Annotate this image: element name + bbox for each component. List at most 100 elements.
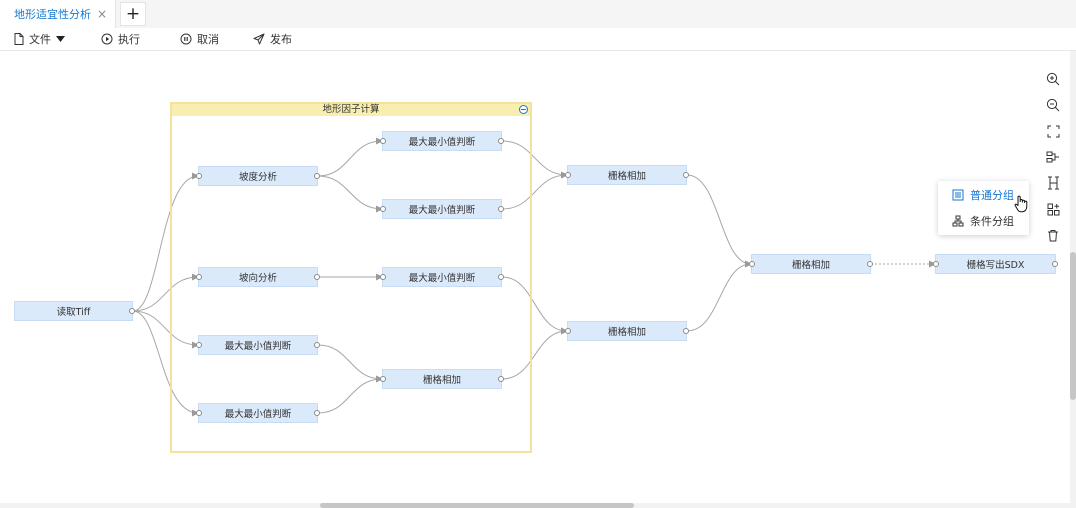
menu-item-conditional-group[interactable]: 条件分组	[938, 208, 1029, 234]
input-port[interactable]	[380, 138, 386, 144]
input-port[interactable]	[380, 274, 386, 280]
output-port[interactable]	[867, 261, 873, 267]
output-port[interactable]	[129, 308, 135, 314]
canvas-tools	[1039, 66, 1067, 248]
output-port[interactable]	[314, 274, 320, 280]
edge	[317, 344, 383, 383]
file-menu-button[interactable]: 文件	[14, 28, 65, 50]
node-read-tiff[interactable]: 读取Tiff	[14, 301, 135, 321]
group-type-menu: 普通分组 条件分组	[938, 181, 1029, 235]
edge	[132, 310, 199, 417]
input-port[interactable]	[196, 342, 202, 348]
vertical-layout-button[interactable]	[1039, 170, 1067, 196]
run-label: 执行	[118, 33, 140, 46]
input-port[interactable]	[380, 376, 386, 382]
edge	[132, 310, 199, 349]
output-port[interactable]	[314, 173, 320, 179]
edge	[501, 276, 568, 335]
edge	[317, 137, 383, 177]
input-port[interactable]	[749, 261, 755, 267]
input-port[interactable]	[565, 328, 571, 334]
cancel-label: 取消	[197, 33, 219, 46]
node-minmax-a[interactable]: 最大最小值判断	[196, 335, 320, 355]
hand-cursor-icon	[1014, 195, 1028, 213]
node-minmax-1[interactable]: 最大最小值判断	[380, 131, 504, 151]
edge	[317, 375, 383, 414]
zoom-out-button[interactable]	[1039, 92, 1067, 118]
node-label: 栅格相加	[791, 260, 830, 271]
output-port[interactable]	[314, 410, 320, 416]
output-port[interactable]	[498, 376, 504, 382]
output-port[interactable]	[314, 342, 320, 348]
node-minmax-b[interactable]: 最大最小值判断	[196, 403, 320, 423]
tab-bar: 地形适宜性分析 × +	[0, 0, 1076, 29]
output-port[interactable]	[498, 138, 504, 144]
group-button[interactable]	[1039, 196, 1067, 222]
node-raster-overlay-3[interactable]: 栅格相加	[749, 254, 873, 274]
node-minmax-3[interactable]: 最大最小值判断	[380, 267, 504, 287]
input-port[interactable]	[380, 206, 386, 212]
node-raster-overlay-2[interactable]: 栅格相加	[565, 321, 689, 341]
workflow-canvas[interactable]: 地形因子计算 读取Tiff 坡度分析 坡向分析 最大最小值判断 最大最小值判断 …	[0, 51, 1070, 503]
output-port[interactable]	[683, 328, 689, 334]
input-port[interactable]	[196, 410, 202, 416]
run-button[interactable]: 执行	[101, 28, 140, 50]
node-label: 坡向分析	[238, 273, 277, 284]
edge	[501, 327, 568, 380]
fit-view-button[interactable]	[1039, 118, 1067, 144]
publish-button[interactable]: 发布	[253, 28, 292, 50]
node-slope-analysis[interactable]: 坡度分析	[196, 166, 320, 186]
menu-item-label: 条件分组	[970, 215, 1014, 228]
edge	[317, 175, 383, 213]
vertical-layout-icon	[1047, 176, 1059, 190]
input-port[interactable]	[196, 274, 202, 280]
conditional-group-icon	[952, 215, 964, 227]
node-label: 栅格相加	[422, 375, 461, 386]
delete-button[interactable]	[1039, 222, 1067, 248]
edge	[686, 174, 752, 268]
tab-terrain-analysis[interactable]: 地形适宜性分析 ×	[0, 0, 116, 28]
toolbar: 文件 执行 取消 发布	[0, 28, 1076, 51]
input-port[interactable]	[565, 172, 571, 178]
node-label: 最大最小值判断	[224, 409, 292, 420]
tab-title: 地形适宜性分析	[14, 8, 91, 21]
group-icon	[1047, 203, 1059, 215]
output-port[interactable]	[498, 206, 504, 212]
node-label: 坡度分析	[238, 172, 277, 183]
vertical-scrollbar-thumb[interactable]	[1070, 252, 1076, 400]
play-circle-icon	[101, 33, 113, 45]
horizontal-layout-button[interactable]	[1039, 144, 1067, 170]
horizontal-scrollbar-thumb[interactable]	[320, 503, 634, 508]
publish-label: 发布	[270, 33, 292, 46]
node-label: 栅格写出SDX	[966, 260, 1025, 271]
output-port[interactable]	[498, 274, 504, 280]
output-port[interactable]	[1052, 261, 1058, 267]
output-port[interactable]	[683, 172, 689, 178]
edge	[132, 172, 199, 312]
close-icon[interactable]: ×	[97, 7, 108, 21]
pause-circle-icon	[180, 33, 192, 45]
input-port[interactable]	[196, 173, 202, 179]
zoom-in-button[interactable]	[1039, 66, 1067, 92]
node-write-sdx[interactable]: 栅格写出SDX	[933, 254, 1058, 274]
horizontal-layout-icon	[1046, 151, 1059, 163]
group-terrain-factor[interactable]: 地形因子计算	[170, 102, 532, 453]
node-label: 栅格相加	[607, 171, 646, 182]
node-label: 最大最小值判断	[408, 273, 476, 284]
edges-layer	[132, 137, 936, 417]
fit-view-icon	[1047, 125, 1059, 137]
node-raster-overlay-group[interactable]: 栅格相加	[380, 369, 504, 389]
add-tab-button[interactable]: +	[120, 2, 146, 26]
node-raster-overlay-1[interactable]: 栅格相加	[565, 165, 689, 185]
delete-icon	[1048, 229, 1058, 241]
node-aspect-analysis[interactable]: 坡向分析	[196, 267, 320, 287]
input-port[interactable]	[933, 261, 939, 267]
edge	[686, 260, 752, 332]
cancel-button[interactable]: 取消	[180, 28, 219, 50]
node-minmax-2[interactable]: 最大最小值判断	[380, 199, 504, 219]
menu-item-normal-group[interactable]: 普通分组	[938, 182, 1029, 208]
caret-down-icon	[56, 36, 65, 42]
collapse-group-icon[interactable]	[519, 105, 528, 114]
menu-item-label: 普通分组	[970, 189, 1014, 202]
node-label: 最大最小值判断	[408, 205, 476, 216]
